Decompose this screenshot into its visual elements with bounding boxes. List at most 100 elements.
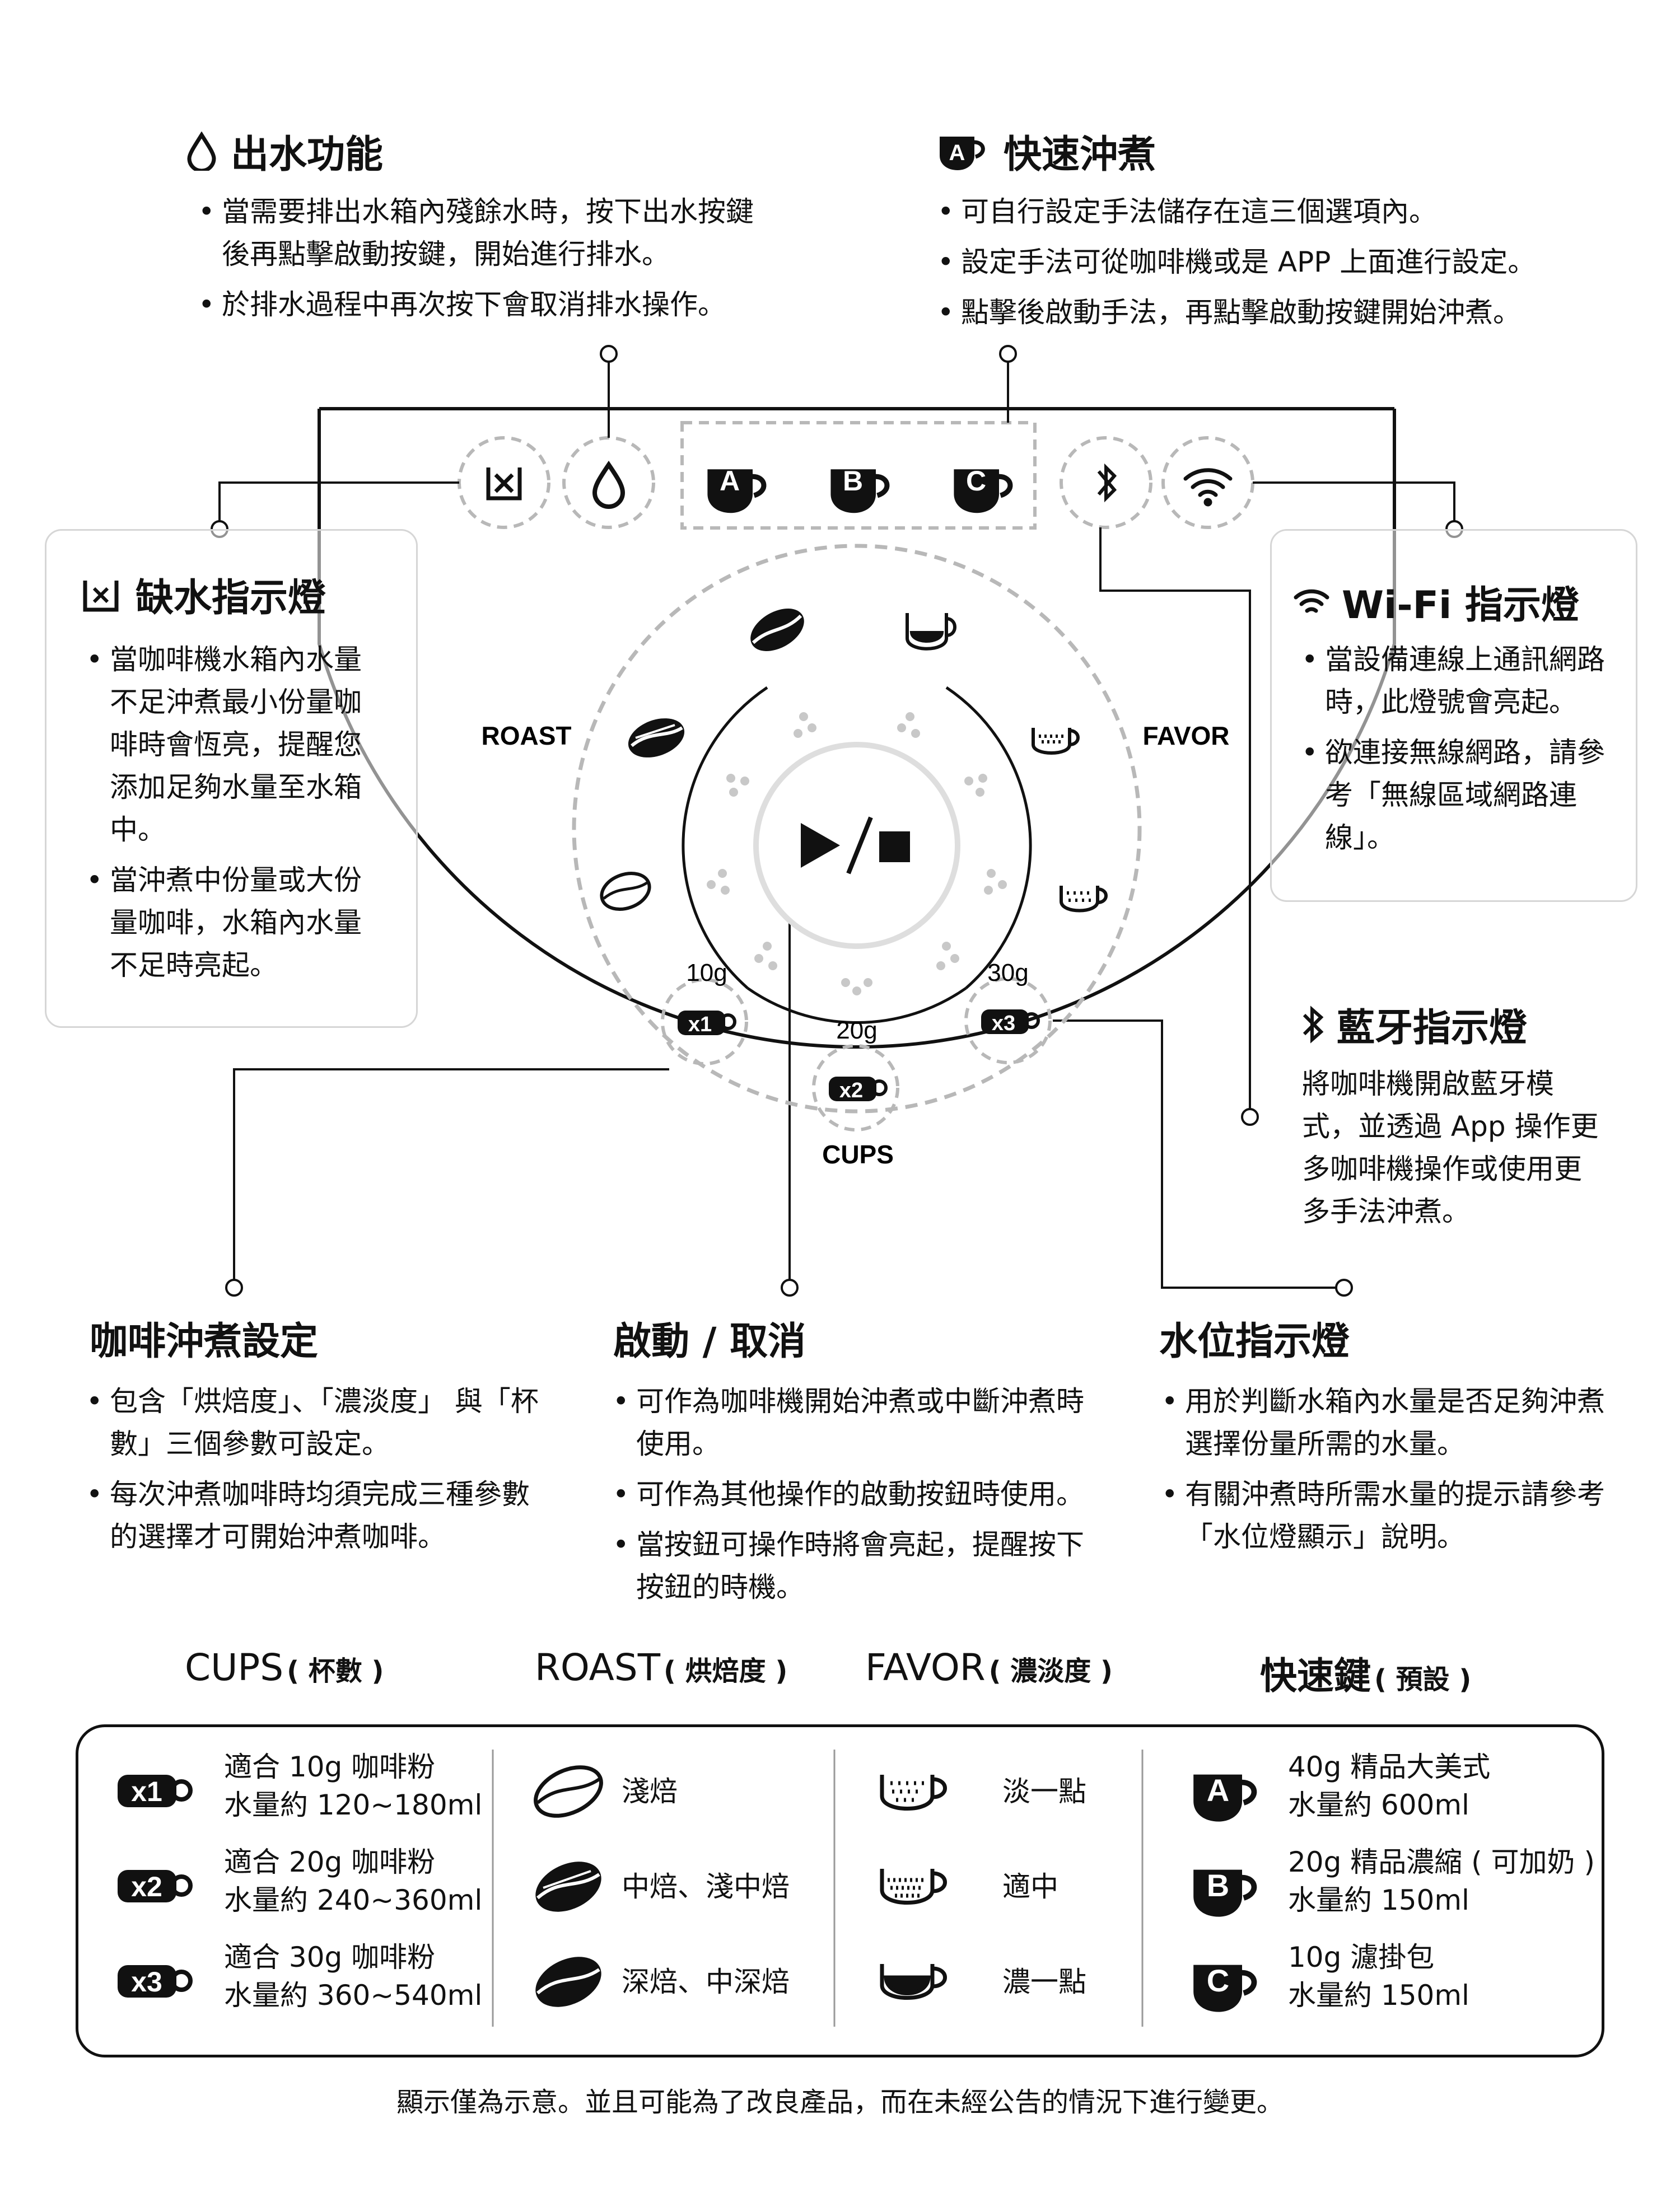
favor-light-icon bbox=[1060, 886, 1108, 913]
list-item: 可作為咖啡機開始沖煮或中斷沖煮時使用。 bbox=[610, 1380, 1098, 1465]
roast-bean-medium-icon bbox=[628, 718, 685, 757]
dial-dots bbox=[707, 712, 1007, 995]
svg-text:C: C bbox=[1207, 1963, 1229, 1998]
legend-bean-dark-icon bbox=[535, 1957, 601, 2007]
list-item: 每次沖煮咖啡時均須完成三種參數的選擇才可開始沖煮咖啡。 bbox=[84, 1473, 543, 1558]
legend-quick-c: 10g 濾掛包水量約 150ml bbox=[1288, 1941, 1469, 2012]
footer-note: 顯示僅為示意。並且可能為了改良產品，而在未經公告的情況下進行變更。 bbox=[396, 2087, 1284, 2118]
brew-settings-title: 咖啡沖煮設定 bbox=[90, 1320, 319, 1364]
low-water-list: 當咖啡機水箱內水量不足沖煮最小份量咖啡時會恆亮，提醒您添加足夠水量至水箱中。 當… bbox=[84, 638, 386, 994]
svg-text:x2: x2 bbox=[131, 1871, 162, 1902]
list-item: 欲連接無線網路，請參考「無線區域網路連線」。 bbox=[1299, 731, 1613, 859]
svg-text:x3: x3 bbox=[131, 1966, 162, 1998]
cups-x3-icon bbox=[981, 1009, 1040, 1034]
gram-20: 20g bbox=[836, 1017, 877, 1044]
brew-settings-list: 包含「烘焙度」、「濃淡度」 與「杯數」三個參數可設定。 每次沖煮咖啡時均須完成三… bbox=[84, 1380, 543, 1566]
roast-bean-light-icon bbox=[600, 872, 651, 911]
low-water-title-row: 缺水指示燈 bbox=[78, 567, 326, 622]
roast-arc bbox=[682, 686, 768, 989]
favor-arc bbox=[945, 686, 1032, 989]
legend-roast-light: 淺焙 bbox=[622, 1775, 678, 1808]
gram-10: 10g bbox=[686, 959, 727, 986]
low-water-icon bbox=[486, 467, 522, 501]
favor-label: FAVOR bbox=[1142, 721, 1229, 750]
legend-box bbox=[76, 1724, 1604, 2057]
legend-quick-b: 20g 精品濃縮 ( 可加奶 )水量約 150ml bbox=[1288, 1846, 1595, 1916]
quick-key-a-letter: A bbox=[949, 141, 965, 165]
cups-x2-text: x2 bbox=[839, 1079, 863, 1102]
bluetooth-title-row: 藍牙指示燈 bbox=[1302, 997, 1527, 1052]
brew-settings-title-row: 咖啡沖煮設定 bbox=[90, 1310, 318, 1365]
cups-x3-ring bbox=[964, 977, 1052, 1064]
legend-favor-light: 淡一點 bbox=[1002, 1775, 1086, 1808]
legend-cups-row-3: 適合 30g 咖啡粉水量約 360~540ml bbox=[224, 1941, 483, 2012]
start-cancel-list: 可作為咖啡機開始沖煮或中斷沖煮時使用。 可作為其他操作的啟動按鈕時使用。 當按鈕… bbox=[610, 1380, 1098, 1616]
play-icon bbox=[801, 823, 840, 868]
dial-ring bbox=[572, 544, 1142, 1114]
gram-30: 30g bbox=[987, 959, 1028, 986]
legend-cups-row-1: 適合 10g 咖啡粉水量約 120~180ml bbox=[224, 1751, 483, 1821]
start-cancel-title-row: 啟動 / 取消 bbox=[613, 1310, 806, 1365]
svg-text:B: B bbox=[1207, 1868, 1229, 1903]
bluetooth-icon bbox=[1303, 1005, 1324, 1044]
legend-x1-icon bbox=[118, 1775, 193, 1807]
stop-icon bbox=[879, 831, 910, 862]
list-item: 當沖煮中份量或大份量咖啡，水箱內水量不足時亮起。 bbox=[84, 859, 386, 986]
legend-favor-strong: 濃一點 bbox=[1002, 1966, 1086, 1998]
cups-arc bbox=[746, 986, 967, 1024]
wifi-icon bbox=[1294, 589, 1329, 612]
legend-favor-medium-icon bbox=[880, 1869, 947, 1905]
quick-key-a-icon: A bbox=[940, 136, 985, 170]
legend-roast-medium: 中焙、淺中焙 bbox=[622, 1870, 790, 1903]
low-water-title: 缺水指示燈 bbox=[136, 576, 326, 620]
list-item: 可作為其他操作的啟動按鈕時使用。 bbox=[610, 1473, 1098, 1516]
cups-x3-text: x3 bbox=[992, 1012, 1015, 1035]
legend-quick-a: 40g 精品大美式水量約 600ml bbox=[1288, 1751, 1491, 1821]
list-item: 包含「烘焙度」、「濃淡度」 與「杯數」三個參數可設定。 bbox=[84, 1380, 543, 1465]
svg-text:x1: x1 bbox=[131, 1776, 162, 1807]
roast-label: ROAST bbox=[482, 721, 572, 750]
low-water-icon bbox=[83, 580, 119, 611]
legend-header-favor: FAVOR( 濃淡度 ) bbox=[865, 1646, 1113, 1689]
cups-x2-icon bbox=[829, 1077, 888, 1101]
legend-x3-icon bbox=[118, 1965, 193, 1998]
quick-key-c-letter: C bbox=[966, 465, 986, 497]
water-out-title-row: 出水功能 bbox=[185, 123, 383, 179]
quick-key-a-letter: A bbox=[720, 465, 740, 497]
water-level-title: 水位指示燈 bbox=[1159, 1320, 1350, 1364]
legend-cups-row-2: 適合 20g 咖啡粉水量約 240~360ml bbox=[224, 1846, 483, 1916]
cups-x2-ring bbox=[812, 1044, 899, 1131]
list-item: 當設備連線上通訊網路時，此燈號會亮起。 bbox=[1299, 638, 1613, 723]
legend-icons: x1 x2 x3 A B C bbox=[118, 1750, 1680, 2027]
legend-header-cups: CUPS( 杯數 ) bbox=[185, 1646, 384, 1689]
water-out-title: 出水功能 bbox=[231, 133, 384, 177]
wifi-title-row: Wi-Fi 指示燈 bbox=[1294, 574, 1579, 629]
quick-brew-title: 快速沖煮 bbox=[1004, 133, 1156, 177]
bluetooth-text: 將咖啡機開啟藍牙模式，並透過 App 操作更多咖啡機操作或使用更多手法沖煮。 bbox=[1302, 1068, 1599, 1228]
favor-strong-icon bbox=[906, 613, 956, 651]
wifi-title: Wi-Fi 指示燈 bbox=[1342, 583, 1579, 628]
cups-x1-ring bbox=[661, 978, 748, 1065]
water-level-list: 用於判斷水箱內水量是否足夠沖煮選擇份量所需的水量。 有關沖煮時所需水量的提示請參… bbox=[1159, 1380, 1607, 1566]
wifi-icon bbox=[1183, 468, 1233, 507]
legend-header-roast: ROAST( 烘焙度 ) bbox=[535, 1646, 788, 1689]
cups-x1-icon bbox=[678, 1011, 736, 1035]
list-item: 有關沖煮時所需水量的提示請參考「水位燈顯示」說明。 bbox=[1159, 1473, 1607, 1558]
wifi-list: 當設備連線上通訊網路時，此燈號會亮起。 欲連接無線網路，請參考「無線區域網路連線… bbox=[1299, 638, 1613, 867]
bluetooth-title: 藍牙指示燈 bbox=[1337, 1006, 1528, 1050]
list-item: 當咖啡機水箱內水量不足沖煮最小份量咖啡時會恆亮，提醒您添加足夠水量至水箱中。 bbox=[84, 638, 386, 851]
legend-favor-medium: 適中 bbox=[1002, 1870, 1058, 1903]
list-item: 設定手法可從咖啡機或是 APP 上面進行設定。 bbox=[935, 241, 1579, 283]
legend-favor-light-icon bbox=[880, 1775, 947, 1811]
legend-favor-strong-icon bbox=[880, 1964, 947, 2000]
list-item: 點擊後啟動手法，再點擊啟動按鍵開始沖煮。 bbox=[935, 291, 1579, 334]
water-drop-icon bbox=[592, 460, 626, 509]
bluetooth-icon bbox=[1097, 463, 1117, 503]
water-drop-icon bbox=[187, 131, 216, 171]
quick-key-b-letter: B bbox=[843, 465, 863, 497]
quick-brew-title-row: A 快速沖煮 bbox=[935, 123, 1156, 179]
legend-bean-medium-icon bbox=[535, 1862, 601, 1912]
start-stop-ring bbox=[753, 742, 960, 949]
legend-bean-light-icon bbox=[534, 1765, 603, 1818]
